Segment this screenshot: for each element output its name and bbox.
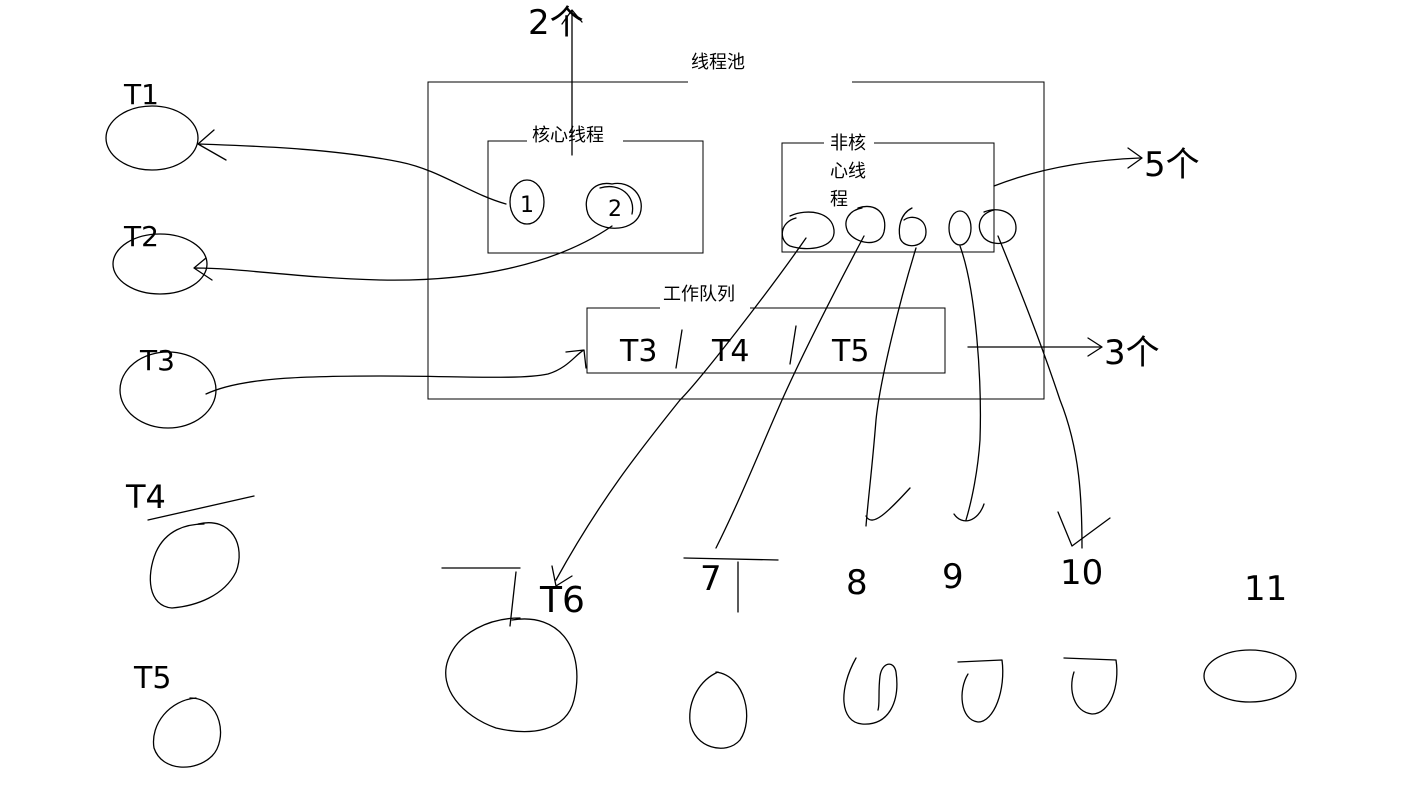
- noncore-a-to-t6-arrow: [551, 237, 807, 587]
- task-7-label: 7: [700, 559, 722, 599]
- noncore-label-line-3: 程: [830, 189, 848, 210]
- noncore-thread-c: [898, 207, 927, 247]
- task-7-mark: [683, 557, 779, 613]
- noncore-b-to-7-line: [715, 235, 865, 549]
- core-thread-label: 核心线程: [532, 125, 604, 146]
- task-7: [689, 671, 748, 749]
- task-10-mark: [1057, 511, 1111, 547]
- task-t3-label: T3: [139, 344, 175, 377]
- task-t4-mark: [147, 495, 255, 521]
- task-11: [1203, 649, 1297, 703]
- task-8-mark: [865, 487, 911, 521]
- core-count-note: 2个: [528, 3, 584, 43]
- queue-divider-2: [789, 325, 797, 365]
- queue-count-arrow: [967, 337, 1103, 357]
- noncore-thread-e: [978, 209, 1017, 245]
- noncore-count-note: 5个: [1144, 145, 1200, 185]
- task-10: [1063, 657, 1118, 715]
- noncore-count-arrow: [993, 147, 1143, 187]
- core-count-arrow: [561, 9, 583, 156]
- task-8: [843, 657, 898, 725]
- task-8-label: 8: [846, 563, 868, 603]
- work-queue-box: [586, 307, 946, 374]
- noncore-thread-a: [781, 211, 835, 250]
- task-t2: [112, 233, 208, 295]
- core-thread-2-label: 2: [608, 197, 622, 222]
- queue-count-note: 3个: [1104, 333, 1160, 373]
- core1-to-t1-arrow: [197, 129, 507, 205]
- task-t4-label: T4: [125, 478, 166, 516]
- core-thread-2: [585, 182, 642, 229]
- noncore-label-line-2: 心线: [830, 161, 866, 182]
- noncore-c-to-8-line: [865, 247, 917, 527]
- task-10-label: 10: [1060, 553, 1103, 593]
- thread-pool-label: 线程池: [691, 52, 745, 73]
- task-t5-label: T5: [133, 661, 171, 696]
- task-t6-label: T6: [539, 580, 585, 621]
- task-t6-mark: [441, 567, 521, 627]
- task-11-label: 11: [1244, 569, 1287, 609]
- core-thread-1-label: 1: [520, 193, 534, 218]
- queue-divider-1: [675, 329, 683, 369]
- noncore-thread-d: [948, 210, 972, 246]
- noncore-d-to-9-line: [959, 245, 982, 521]
- noncore-label-line-1: 非核: [830, 133, 866, 154]
- task-t6: [445, 617, 578, 733]
- noncore-thread-b: [845, 205, 886, 244]
- task-t4: [149, 522, 240, 609]
- task-9: [957, 659, 1004, 723]
- t3-to-queue-arrow: [205, 349, 587, 395]
- core-thread-1: [509, 179, 545, 225]
- task-9-mark: [953, 503, 985, 522]
- noncore-thread-box: [781, 142, 995, 253]
- work-queue-label: 工作队列: [663, 284, 735, 305]
- queue-item-t5: T5: [831, 334, 869, 369]
- task-t5: [152, 697, 222, 768]
- task-9-label: 9: [942, 557, 964, 597]
- core2-to-t2-arrow: [193, 225, 613, 281]
- queue-item-t3: T3: [619, 334, 657, 369]
- noncore-e-to-10-line: [997, 235, 1083, 549]
- task-t1: [105, 105, 199, 171]
